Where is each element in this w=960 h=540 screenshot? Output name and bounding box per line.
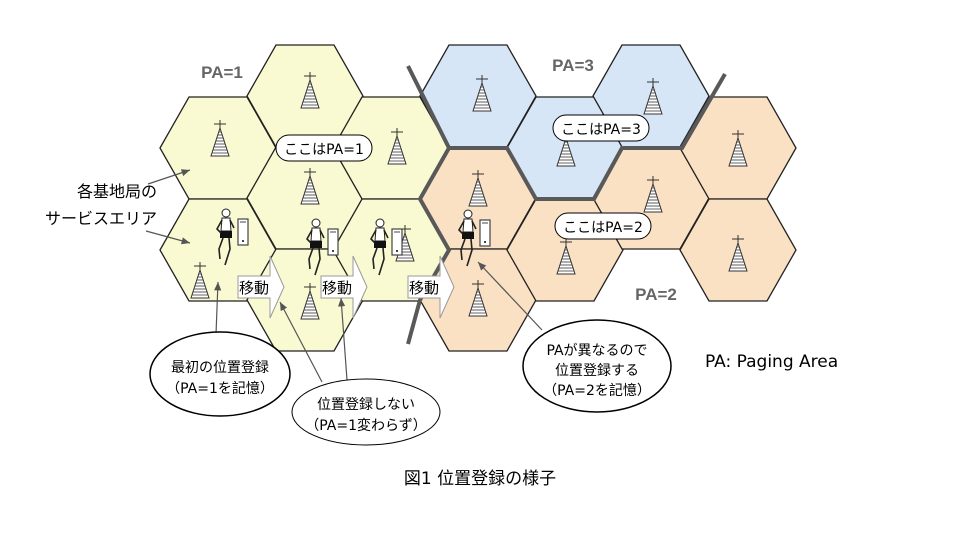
phone-icon [479,219,491,247]
bubble-pa3-text: ここはPA=3 [561,122,641,138]
pointer-arrow [477,261,543,331]
callout-arrows [145,169,543,383]
pointer-arrow [147,169,191,185]
move-label: 移動 [409,279,439,297]
base-station-tower-icon [728,235,748,272]
move-arrows: 移動 移動 移動 [237,255,455,319]
runner-with-phone [370,218,403,276]
base-station-tower-icon [300,283,320,320]
base-station-tower-icon [387,128,407,165]
base-station-tower-icon [472,75,492,112]
callout-none-line2: （PA=1変わらず） [305,417,426,434]
runner-with-phone [216,208,249,266]
pointer-arrow [214,281,222,335]
base-station-tower-icon [300,72,320,109]
pointer-arrow [145,230,191,245]
phone-icon [237,218,249,246]
pa-boundary-line [406,65,452,345]
runner-icon [216,208,235,266]
service-area-label-2: サービスエリア [45,209,157,228]
bubble-pa1-text: ここはPA=1 [284,142,364,158]
bubble-pa2-text: ここはPA=2 [563,220,643,236]
runner-icon [306,218,325,276]
callout-register-line2: 位置登録する [555,363,639,379]
callout-register: PAが異なるので 位置登録する （PA=2を記憶） [522,319,672,413]
move-label: 移動 [322,279,352,297]
move-label: 移動 [239,279,269,297]
runner-icon [458,209,477,267]
pointer-arrow [279,301,323,383]
base-station-tower-icon [728,130,748,167]
base-stations [190,72,748,320]
callout-register-line3: （PA=2を記憶） [543,382,651,399]
base-station-tower-icon [643,78,663,115]
base-station-tower-icon [190,262,210,299]
callout-first-registration: 最初の位置登録 （PA=1を記憶） [149,331,291,417]
base-station-tower-icon [468,170,488,207]
callout-none-line1: 位置登録しない [317,397,415,413]
callout-first-line1: 最初の位置登録 [171,359,269,376]
move-arrow: 移動 [320,255,368,319]
pa-boundary-line [449,72,727,201]
callout-register-line1: PAが異なるので [546,343,647,359]
runner-icon [370,218,389,276]
move-arrow: 移動 [237,255,285,319]
base-station-tower-icon [210,120,230,157]
base-station-tower-icon [300,168,320,205]
callout-first-line2: （PA=1を記憶） [166,380,274,397]
base-station-tower-icon [468,280,488,317]
phone-icon [327,228,339,256]
pa3-label: PA=3 [552,56,594,75]
pa-boundaries [406,65,727,345]
base-station-tower-icon [643,176,663,213]
phone-icon [391,228,403,256]
bubble-pa1: ここはPA=1 [275,134,373,162]
move-arrow: 移動 [407,255,455,319]
runner-with-phone [458,209,491,267]
service-area-label-1: 各基地局の [77,182,157,201]
moving-users [216,208,491,276]
runner-with-phone [306,218,339,276]
legend-text: PA: Paging Area [705,352,838,372]
pa2-label: PA=2 [635,285,677,304]
bubble-pa2: ここはPA=2 [554,212,652,240]
bubble-pa3: ここはPA=3 [552,114,650,142]
callout-no-registration: 位置登録しない （PA=1変わらず） [291,378,441,446]
pa1-label: PA=1 [201,63,243,82]
figure-caption: 図1 位置登録の様子 [404,469,556,489]
pointer-arrow [338,297,348,381]
